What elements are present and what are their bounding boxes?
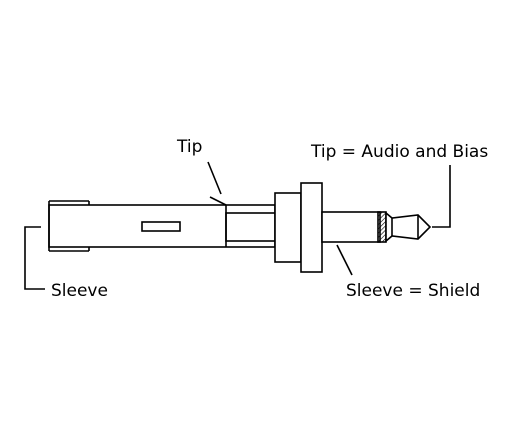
plug-shaft bbox=[321, 211, 381, 243]
flange-small bbox=[274, 192, 302, 263]
tip-function-label: Tip = Audio and Bias bbox=[311, 142, 489, 162]
sleeve-leader-line bbox=[24, 226, 45, 290]
flange-large bbox=[300, 182, 323, 273]
sleeve-function-label: Sleeve = Shield bbox=[346, 281, 481, 301]
tip-label: Tip bbox=[177, 137, 203, 157]
tip-terminal bbox=[225, 212, 276, 242]
insulator-ring bbox=[377, 211, 387, 243]
tip-leader-line bbox=[207, 161, 222, 195]
sleeve-label: Sleeve bbox=[51, 281, 108, 301]
tip-function-leader-line bbox=[432, 165, 451, 228]
tip-leader-line-hook bbox=[209, 196, 227, 206]
housing-slot bbox=[141, 221, 181, 232]
plug-tip bbox=[385, 211, 432, 243]
sleeve-function-leader-line bbox=[336, 244, 353, 276]
